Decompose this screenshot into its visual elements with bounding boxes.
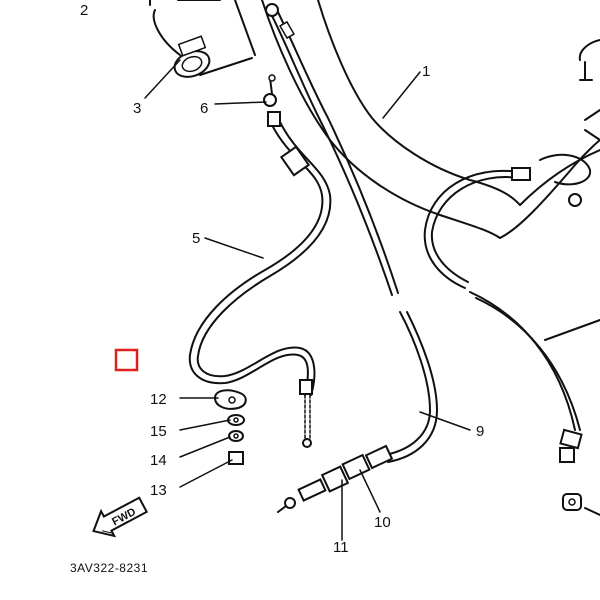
throttle-cable <box>267 5 438 463</box>
callout-5: 5 <box>192 230 200 247</box>
frame-tube <box>261 0 600 239</box>
callout-1: 1 <box>422 63 430 80</box>
callout-3: 3 <box>133 100 141 117</box>
grip-collar <box>173 35 211 78</box>
cable-adjuster <box>277 444 394 513</box>
leader-lines <box>144 59 471 541</box>
callout-14: 14 <box>150 452 167 469</box>
callout-15: 15 <box>150 423 167 440</box>
choke-cable-bottom-end <box>299 379 313 448</box>
right-cable <box>423 169 600 431</box>
callout-2: 2 <box>80 2 88 19</box>
diagram-code: 3AV322-8231 <box>70 561 148 575</box>
right-cable-fittings <box>511 39 600 516</box>
choke-cable-top-fitting <box>263 74 311 177</box>
red-marker-box <box>114 348 139 372</box>
callout-numbers: 1 2 3 5 6 9 10 11 12 13 14 15 <box>80 2 484 556</box>
fwd-arrow-icon: FWD <box>92 496 149 538</box>
throttle-grip <box>149 0 256 76</box>
callout-6: 6 <box>200 100 208 117</box>
callout-12: 12 <box>150 391 167 408</box>
clamp-and-hardware <box>213 389 247 465</box>
choke-cable <box>188 121 332 396</box>
callout-13: 13 <box>150 482 167 499</box>
callout-11: 11 <box>333 539 349 556</box>
callout-10: 10 <box>374 514 391 531</box>
callout-9: 9 <box>476 423 484 440</box>
cable-top-end <box>265 3 295 40</box>
